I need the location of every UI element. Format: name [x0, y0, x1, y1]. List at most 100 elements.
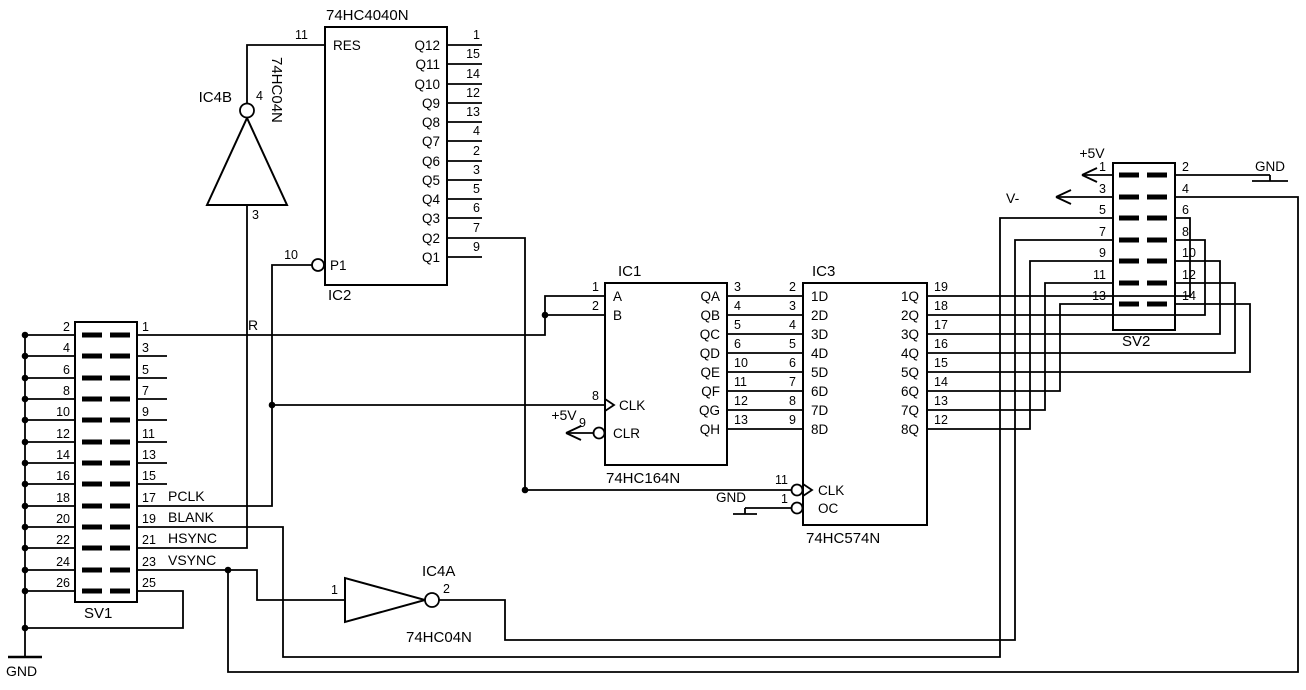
- sv1-pin-num: 6: [63, 363, 70, 377]
- junction-dot: [21, 523, 29, 531]
- ic1-body[interactable]: [604, 282, 728, 466]
- wire-q2-ic3clk: [447, 237, 791, 491]
- sv2-pin-num: 9: [1099, 246, 1106, 260]
- ic1-pin-label: QB: [700, 308, 720, 323]
- sv1-pads[interactable]: [82, 332, 130, 594]
- ic3-pin-label: 5D: [811, 365, 829, 380]
- net-label-vcc-ic1: +5V: [551, 407, 577, 423]
- sv1-body[interactable]: [74, 321, 138, 603]
- sv1-right-stubs: [137, 355, 167, 485]
- wire-hsync: [137, 205, 248, 549]
- wire-2q: [927, 239, 1206, 316]
- wire-blank: [137, 217, 1113, 658]
- ic3-pin-label: 3Q: [901, 327, 919, 342]
- ic1-pin-clr: CLR: [613, 426, 640, 441]
- junction-dot: [21, 331, 29, 339]
- wire-pclk: [137, 264, 312, 507]
- ic3-pin-num: 13: [934, 394, 948, 408]
- sv2-pin-num: 10: [1182, 246, 1196, 260]
- ic4a-pin-out-num: 2: [443, 582, 450, 596]
- net-labels: R PCLK BLANK HSYNC VSYNC +5V +5V V- GND …: [6, 145, 1285, 679]
- sv2-pin-num: 4: [1182, 182, 1189, 196]
- ic1-pin-num: 10: [734, 356, 748, 370]
- wire-6q: [927, 303, 1113, 392]
- ic3-pin-clk: CLK: [818, 483, 844, 498]
- ic4b-pin-out-num: 4: [256, 89, 263, 103]
- ic4a-part-label: 74HC04N: [406, 629, 472, 646]
- sv1-pin-num: 15: [142, 469, 156, 483]
- sv1-pin-num: 7: [142, 384, 149, 398]
- ic2-pin-num: 4: [473, 124, 480, 138]
- ic1-ref-label: IC1: [618, 263, 641, 280]
- ic1-pin-clr-num: 9: [579, 416, 586, 430]
- ic3-part-label: 74HC574N: [806, 530, 880, 547]
- ic1-pin-label: QD: [700, 346, 721, 361]
- ic3-pin-num: 16: [934, 337, 948, 351]
- ic1-pin-b: B: [613, 308, 622, 323]
- sv2-pin-num: 5: [1099, 203, 1106, 217]
- ic1-pin-label: QC: [700, 327, 721, 342]
- sv2-pin-num: 14: [1182, 289, 1196, 303]
- ic2-pin-p1-num: 10: [284, 248, 298, 262]
- junction-dot: [224, 566, 232, 574]
- gnd-symbol-ic3: [733, 508, 757, 515]
- ic1-pin-a: A: [613, 289, 622, 304]
- ic3-pin-label: 6Q: [901, 384, 919, 399]
- sv1-pin-num: 10: [56, 405, 70, 419]
- ic3-pin-label: 4Q: [901, 346, 919, 361]
- sv1-pin-num: 14: [56, 448, 70, 462]
- ic1-pin-label: QF: [701, 384, 720, 399]
- ic3-pin-num: 18: [934, 299, 948, 313]
- junction-dot: [21, 566, 29, 574]
- ic3-body[interactable]: [802, 282, 928, 526]
- sv1-pin-num: 22: [56, 533, 70, 547]
- net-label-r: R: [248, 317, 258, 333]
- ic1-pin-a-num: 1: [592, 280, 599, 294]
- ic4a-body[interactable]: [344, 576, 429, 624]
- junction-dot: [21, 587, 29, 595]
- ic2-pin-num: 9: [473, 240, 480, 254]
- wire-res: [246, 44, 325, 103]
- ic3-pin-num: 19: [934, 280, 948, 294]
- net-label-gnd-sv2: GND: [1255, 159, 1285, 174]
- net-label-hsync: HSYNC: [168, 530, 217, 546]
- junction-dot: [521, 486, 529, 494]
- sv2-ref-label: SV2: [1122, 333, 1150, 350]
- junction-dots: [21, 311, 549, 632]
- ic3-pin-oc: OC: [818, 501, 839, 516]
- ic2-body[interactable]: [324, 26, 448, 286]
- ic1-pin-num: 12: [734, 394, 748, 408]
- ic4b-pin-in-num: 3: [252, 208, 259, 222]
- sv1-pin-num: 18: [56, 491, 70, 505]
- sv1-pin-num: 11: [142, 427, 155, 441]
- ic3-clk-triangle: [802, 483, 814, 497]
- ic2-q-stubs: [447, 44, 482, 258]
- ic3-pin-clk-num: 11: [775, 473, 788, 487]
- ic4b-part-label: 74HC04N: [268, 57, 285, 123]
- sv1-pin-num: 17: [142, 491, 156, 505]
- vcc-arrow-ic1: [565, 425, 582, 441]
- ic2-pin-num: 15: [466, 47, 480, 61]
- ic4b-body[interactable]: [205, 115, 289, 206]
- ic2-pin-num: 5: [473, 182, 480, 196]
- ic3-pin-num: 15: [934, 356, 948, 370]
- sv2-pads[interactable]: [1119, 172, 1167, 307]
- ic2-pin-num: 13: [466, 105, 480, 119]
- component-sv2: SV2 1 3 5 7 9 11 13 2 4 6 8 10 12 14: [1092, 160, 1196, 350]
- sv1-pin-num: 1: [142, 320, 149, 334]
- ic1-pin-clk-num: 8: [592, 389, 599, 403]
- sv1-pin-num: 13: [142, 448, 156, 462]
- sv2-body[interactable]: [1112, 162, 1176, 331]
- sv1-pin-num: 3: [142, 341, 149, 355]
- ic2-pin-p1: P1: [330, 258, 347, 273]
- sv2-pin-num: 6: [1182, 203, 1189, 217]
- sv1-ref-label: SV1: [84, 605, 112, 622]
- ic3-pin-num: 4: [789, 318, 796, 332]
- ic3-pin-label: 3D: [811, 327, 829, 342]
- ic1-pin-label: QA: [700, 289, 720, 304]
- net-label-pclk: PCLK: [168, 488, 205, 504]
- net-label-gnd-ic3: GND: [716, 490, 746, 505]
- sv1-pin-num: 20: [56, 512, 70, 526]
- ic3-pin-label: 2D: [811, 308, 829, 323]
- ic3-pin-label: 7Q: [901, 403, 919, 418]
